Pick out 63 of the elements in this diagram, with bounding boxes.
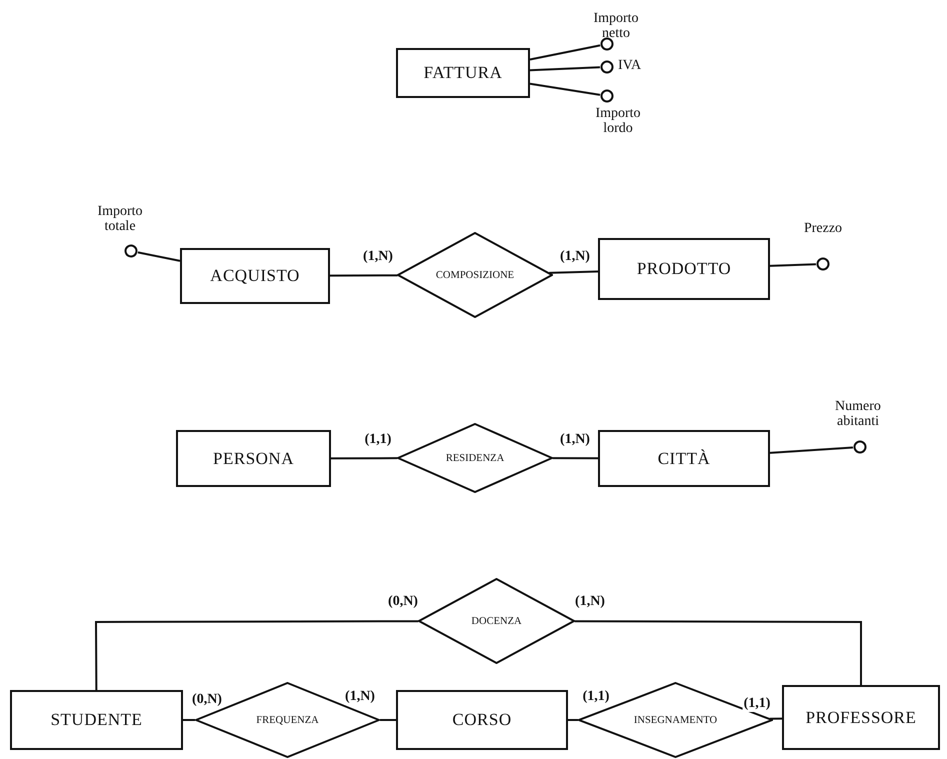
cardinality-label: (1,N) [362,249,394,265]
attribute-circle [600,89,614,103]
relationship-diamond [578,682,773,758]
entity-name: FATTURA [424,63,502,83]
connector-line [770,263,816,267]
relationship-name: DOCENZA [471,616,522,626]
connector-line [770,718,782,720]
cardinality-label: (1,1) [582,689,610,705]
connector-line [530,82,600,96]
cardinality-label: (0,N) [387,594,419,610]
cardinality-label: (1,1) [742,696,772,712]
entity-box [598,238,770,300]
relationship-name: RESIDENZA [446,452,504,464]
attribute-circle [853,440,867,454]
attribute-name: Importo netto [592,12,640,42]
cardinality-label: (1,N) [344,689,376,705]
entity-box [10,690,183,750]
entity-name: PROFESSORE [806,708,916,728]
attribute-circle [600,37,614,51]
entity-name: STUDENTE [50,710,142,730]
attribute-name: Numero abitanti [834,400,882,430]
entity-name: PRODOTTO [636,259,732,279]
cardinality-label: (1,N) [559,249,591,265]
connector-line [138,251,180,262]
connector-line [530,66,600,72]
entity-name: CORSO [452,710,512,730]
entity-box [782,685,940,750]
entity-box [396,690,568,750]
connector-line [380,719,396,721]
entity-box [598,430,770,487]
connector-line [574,620,862,685]
relationship-diamond [418,578,575,664]
entity-name: ACQUISTO [210,266,300,286]
cardinality-label: (1,N) [574,594,606,610]
connector-line [530,44,600,60]
attribute-circle [816,257,830,271]
connector-line [552,457,598,460]
attribute-circle [600,60,614,74]
attribute-name: Importo lordo [594,107,642,136]
attribute-name: Importo totale [96,205,144,234]
entity-name: CITTÀ [658,448,710,468]
connector-line [331,457,398,460]
relationship-name: INSEGNAMENTO [634,714,718,726]
attribute-circle [124,244,138,258]
relationship-name: COMPOSIZIONE [436,270,514,280]
relationship-diamond [397,232,553,318]
connector-line [183,719,195,721]
cardinality-label: (0,N) [191,692,223,708]
connector-line [568,719,578,721]
connector-line [770,446,854,454]
connector-line [95,620,418,690]
connector-line [330,274,398,277]
entity-box [176,430,331,487]
connector-line [549,270,598,274]
entity-name: PERSONA [213,448,294,468]
attribute-name: IVA [618,59,642,74]
attribute-name: Prezzo [802,222,844,237]
relationship-name: FREQUENZA [256,714,319,726]
relationship-diamond [397,423,553,493]
cardinality-label: (1,N) [559,432,591,448]
entity-box [396,48,530,98]
cardinality-label: (1,1) [364,432,392,448]
entity-box [180,248,330,304]
